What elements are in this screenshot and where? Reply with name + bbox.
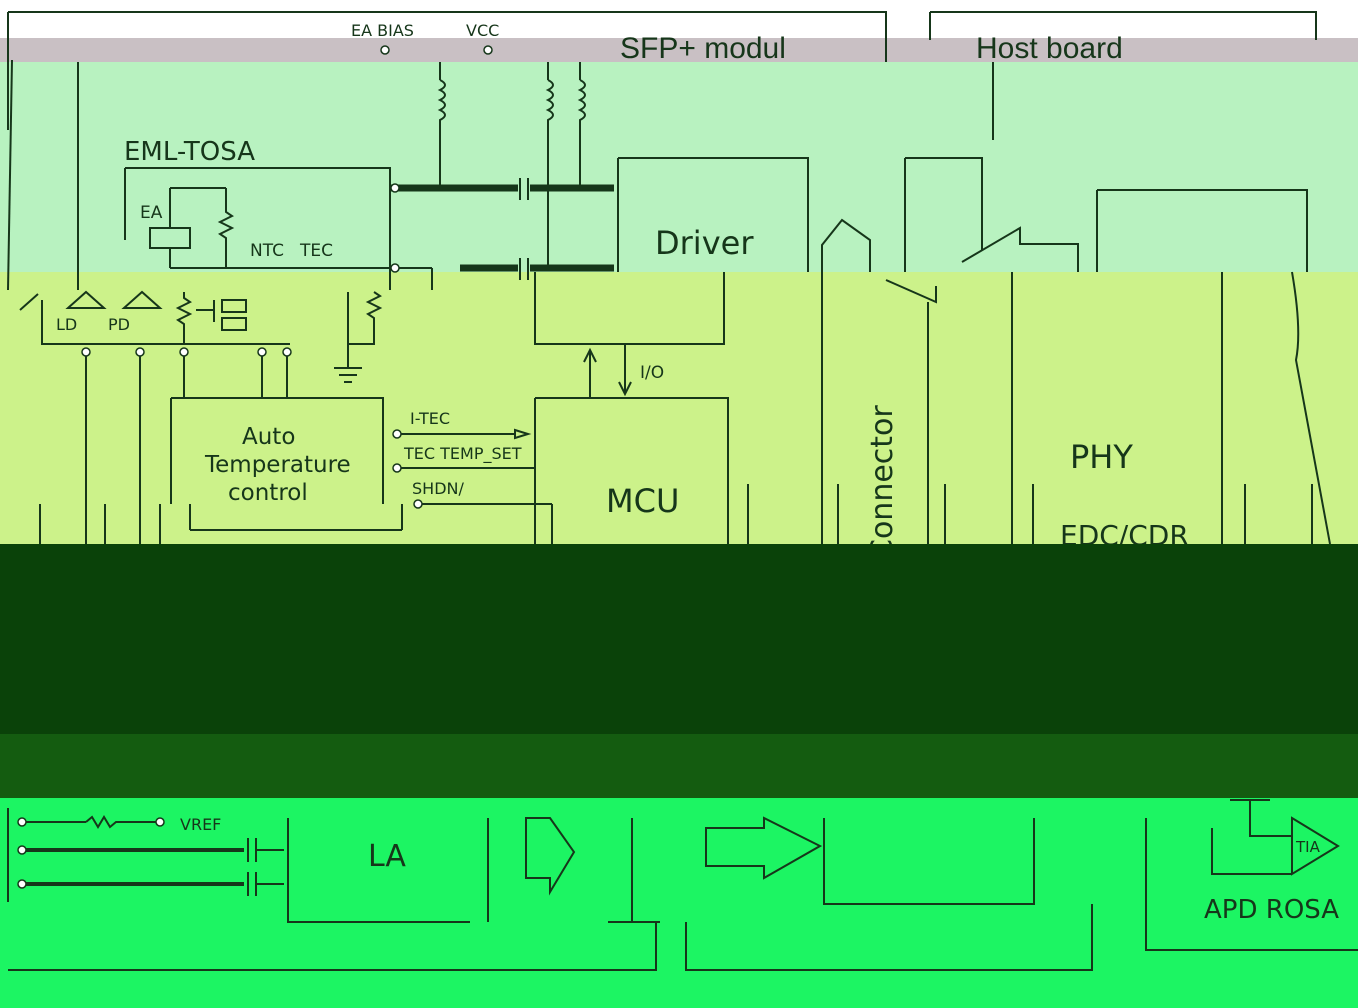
mid-dark-overlay <box>0 734 1358 796</box>
auto-temp-line-3: control <box>228 480 308 506</box>
tec-temp-set-label: TEC TEMP_SET <box>403 444 522 464</box>
driver-label: Driver <box>655 224 754 262</box>
pd-label: PD <box>108 315 130 334</box>
phy-label: PHY <box>1070 438 1133 476</box>
host-connector-top <box>904 157 983 272</box>
shdn-label: SHDN/ <box>412 479 464 498</box>
dark-obscured-overlay <box>0 544 1358 734</box>
host-board-title: Host board <box>976 32 1123 65</box>
tia-label: TIA <box>1295 838 1321 856</box>
tec-element <box>221 299 247 331</box>
eml-tosa-box <box>124 167 391 290</box>
bright-green-band <box>0 798 1358 1008</box>
ld-label: LD <box>56 315 77 334</box>
auto-temp-line-1: Auto <box>242 424 295 450</box>
sfp-module-outline <box>7 11 887 130</box>
title-band <box>0 38 1358 62</box>
ea-element <box>149 227 191 249</box>
inductor-2 <box>545 79 554 268</box>
tia-triangle <box>1291 816 1340 876</box>
ea-bias-label: EA BIAS <box>351 21 414 40</box>
top-strip <box>0 0 1358 40</box>
driver-box <box>617 157 809 272</box>
inductor-3 <box>577 79 586 188</box>
inductor-1 <box>437 79 446 188</box>
ntc-label: NTC <box>250 241 284 261</box>
arrow-connector-to-phy <box>961 226 1079 272</box>
driver-lower-box <box>534 272 725 345</box>
apd-rosa-label: APD ROSA <box>1204 895 1339 925</box>
la-box <box>287 818 489 923</box>
connector-arrow-base <box>885 279 937 544</box>
module-title: SFP+ modul <box>620 32 786 65</box>
tosa-pin-1 <box>390 183 400 193</box>
right-resistor <box>347 291 383 345</box>
connector-label: Connector <box>865 405 900 560</box>
mosfet <box>196 300 215 322</box>
vref-label: VREF <box>180 815 221 834</box>
tec-label: TEC <box>299 241 333 261</box>
la-label: LA <box>368 839 406 874</box>
auto-temp-line-2: Temperature <box>204 452 351 478</box>
la-to-edc-arrow <box>608 816 823 923</box>
ea-bias-pin <box>380 45 390 55</box>
ground-symbol <box>334 344 362 383</box>
host-board-outline <box>929 11 1317 40</box>
bottom-return-line-1 <box>8 922 657 971</box>
ld-diode <box>65 290 107 309</box>
phy-box-top <box>1096 189 1308 272</box>
io-label: I/O <box>640 363 664 383</box>
vref-resistor <box>22 815 156 829</box>
ntc-resistor <box>217 188 235 268</box>
ea-label: EA <box>140 203 163 223</box>
auto-temp-box <box>170 397 384 504</box>
bottom-return-line-2 <box>685 904 1093 971</box>
io-up-arrow <box>583 347 597 398</box>
pd-diode <box>121 290 163 309</box>
thermistor <box>175 292 193 344</box>
mcu-box <box>534 397 729 544</box>
la-output-arrow <box>525 817 576 896</box>
tosa-pin-2 <box>390 263 400 273</box>
arrow-driver-to-connector <box>821 218 871 272</box>
apd-rosa-box <box>1145 818 1358 951</box>
itec-label: I-TEC <box>410 409 450 428</box>
eml-tosa-label: EML-TOSA <box>124 137 255 167</box>
io-down-arrow <box>618 344 632 397</box>
vcc-label: VCC <box>466 21 499 40</box>
edc-lower-box <box>823 818 1035 905</box>
mcu-label: MCU <box>606 482 679 520</box>
vcc-pin <box>483 45 493 55</box>
